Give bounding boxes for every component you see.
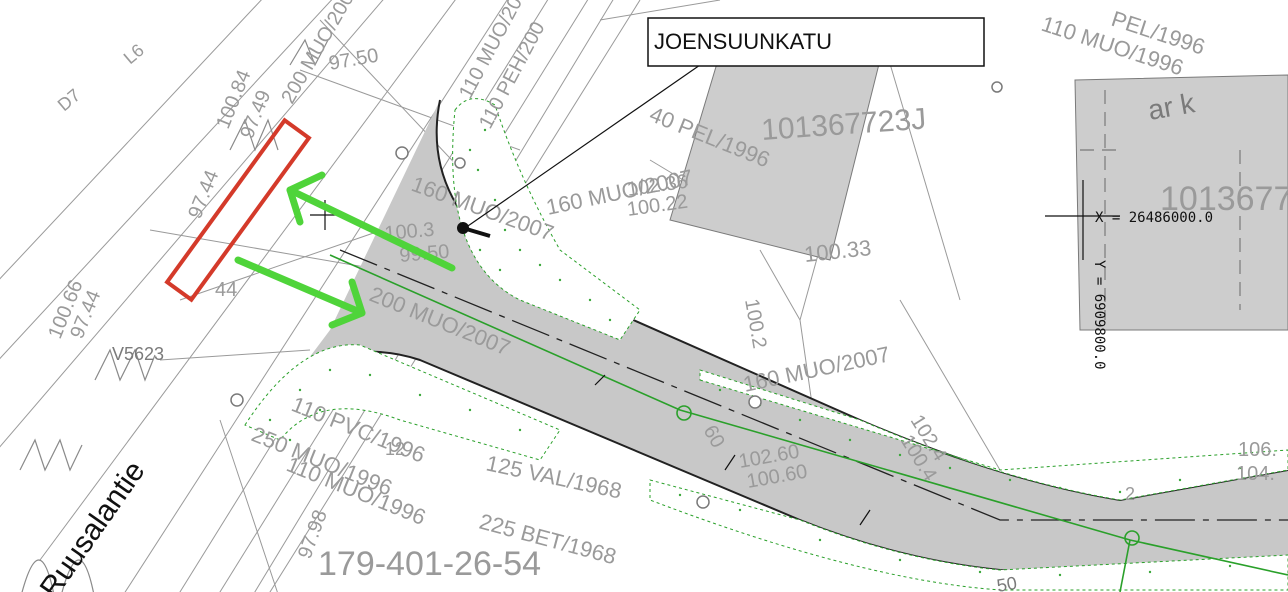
elevation-label: 104. — [1236, 463, 1275, 485]
embankment-marks — [19, 38, 329, 592]
pipe-label: V5623 — [112, 344, 164, 364]
street-name-box — [647, 17, 985, 67]
pipe-label: D7 — [54, 85, 84, 115]
elevation-label: 44 — [215, 279, 237, 301]
water-pipe — [329, 254, 1288, 592]
coordinate-x: X = 26486000.0 — [1095, 210, 1213, 226]
green-strips — [244, 98, 1288, 591]
elevation-label: 106. — [1238, 439, 1277, 461]
manholes — [230, 81, 1003, 509]
coordinate-y: Y = 6909800.0 — [1091, 260, 1107, 370]
elevation-label: 2 — [1125, 484, 1135, 504]
direction-arrows — [234, 171, 456, 329]
highlight-box — [164, 117, 312, 303]
parcel-number: 1013677 — [1160, 180, 1288, 218]
elevation-label: 12 — [385, 439, 405, 459]
valve-symbol-2 — [1124, 530, 1140, 546]
road-name-ruusalantie: Ruusalantie — [34, 455, 152, 592]
pipe-label: L6 — [120, 40, 148, 68]
pipe-label: 125 VAL/1968 — [484, 450, 624, 503]
building-right — [1074, 74, 1288, 331]
street-name-callout: JOENSUUNKATU — [457, 17, 985, 238]
valve-symbol-1 — [676, 405, 692, 421]
pipe-label: 50 — [995, 573, 1018, 592]
elevation-label: 100.2 — [740, 297, 770, 350]
street-name-label: JOENSUUNKATU — [654, 29, 832, 54]
elevation-label: 97.50 — [327, 45, 380, 75]
parcel-number: 179-401-26-54 — [318, 545, 541, 583]
parcel-labels: 101367723J 1013677 179-401-26-54 ar k — [318, 87, 1288, 583]
pipe-label: 160 MUO/2007 — [741, 341, 892, 396]
buildings — [669, 19, 1288, 331]
arrow-left-icon — [286, 171, 456, 272]
arrow-right-icon — [234, 256, 366, 329]
